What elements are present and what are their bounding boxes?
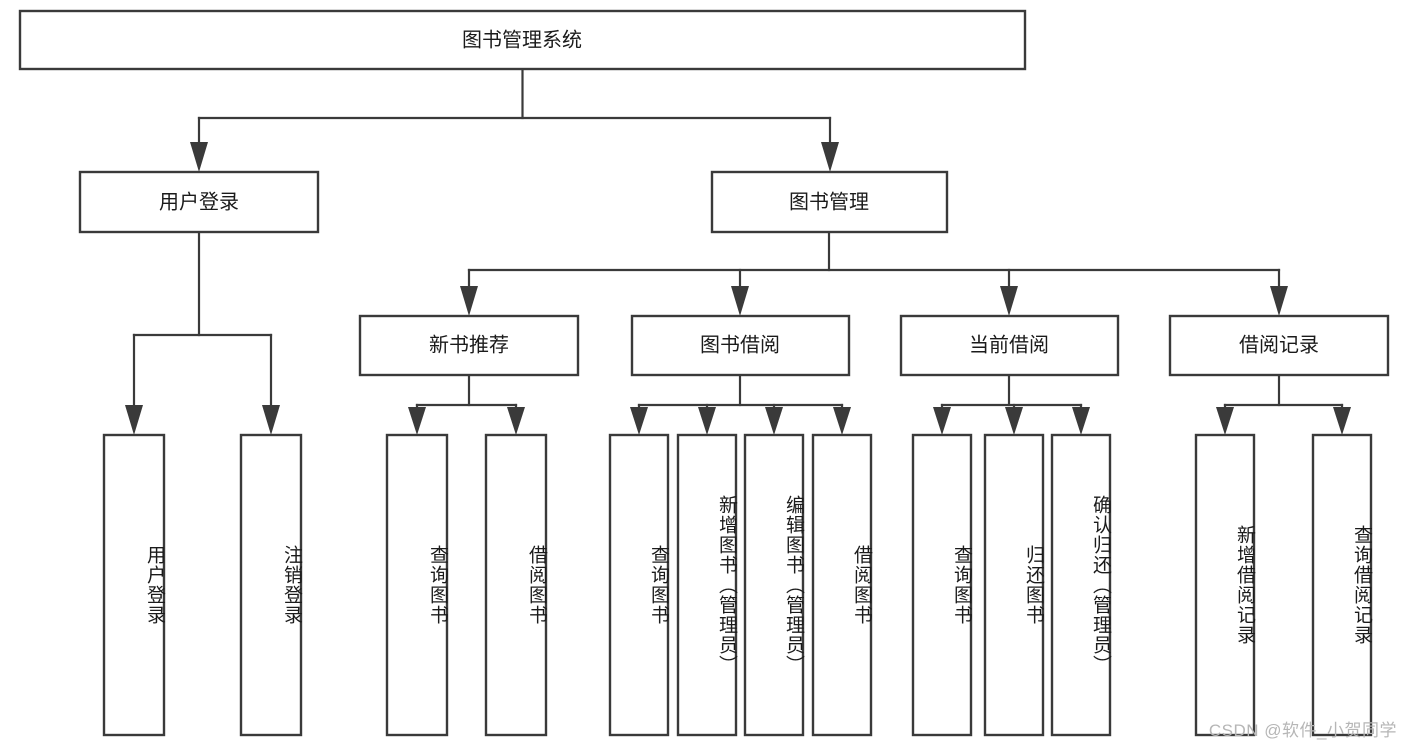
leaf-box-query-book-recommend[interactable] — [385, 433, 449, 737]
arrow-head-icon — [1005, 407, 1023, 435]
arrow-head-icon — [1072, 407, 1090, 435]
node-current-borrow-box[interactable] — [899, 314, 1120, 377]
watermark-text: CSDN @软件_小贺同学 — [1208, 721, 1397, 740]
arrow-head-icon — [1000, 286, 1018, 316]
node-book-management-label: 图书管理 — [789, 190, 869, 213]
node-book-borrow-box[interactable] — [630, 314, 851, 377]
node-borrow-record-label: 借阅记录 — [1239, 333, 1319, 356]
arrow-head-icon — [262, 405, 280, 435]
node-borrow-record-box[interactable] — [1168, 314, 1390, 377]
node-user-login[interactable]: 用户登录 — [78, 170, 320, 234]
leaf-box-borrow-book-recommend[interactable] — [484, 433, 548, 737]
node-book-borrow-label: 图书借阅 — [700, 333, 780, 356]
arrow-head-icon — [1270, 286, 1288, 316]
node-book-management-box[interactable] — [710, 170, 949, 234]
node-current-borrow[interactable]: 当前借阅 — [899, 314, 1120, 377]
arrow-head-icon — [821, 142, 839, 172]
arrow-head-icon — [698, 407, 716, 435]
node-new-book-recommend[interactable]: 新书推荐 — [358, 314, 580, 377]
leaf-boxes-group — [102, 433, 1373, 737]
connector-current-borrow-to-leaves — [933, 373, 1090, 435]
leaf-box-confirm-return-admin[interactable] — [1050, 433, 1112, 737]
connector-new-book-recommend-to-leaves — [408, 373, 525, 435]
arrow-head-icon — [125, 405, 143, 435]
connector-root-to-level2 — [190, 67, 839, 172]
arrow-head-icon — [731, 286, 749, 316]
leaf-box-add-borrow-record[interactable] — [1194, 433, 1256, 737]
node-root-label: 图书管理系统 — [462, 28, 582, 51]
arrow-head-icon — [190, 142, 208, 172]
arrow-head-icon — [833, 407, 851, 435]
arrow-head-icon — [630, 407, 648, 435]
leaf-box-user-login[interactable] — [102, 433, 166, 737]
connector-borrow-record-to-leaves — [1216, 373, 1351, 435]
leaf-box-edit-book-admin[interactable] — [743, 433, 805, 737]
arrow-head-icon — [460, 286, 478, 316]
node-current-borrow-label: 当前借阅 — [969, 333, 1049, 356]
node-book-management[interactable]: 图书管理 — [710, 170, 949, 234]
node-user-login-box[interactable] — [78, 170, 320, 234]
node-root-box[interactable] — [18, 9, 1027, 71]
node-borrow-record[interactable]: 借阅记录 — [1168, 314, 1390, 377]
arrow-head-icon — [1216, 407, 1234, 435]
node-root[interactable]: 图书管理系统 — [18, 9, 1027, 71]
connector-book-management-to-level3 — [460, 230, 1288, 316]
node-new-book-recommend-box[interactable] — [358, 314, 580, 377]
connector-book-borrow-to-leaves — [630, 373, 851, 435]
leaf-box-query-book-current[interactable] — [911, 433, 973, 737]
node-new-book-recommend-label: 新书推荐 — [429, 333, 509, 356]
arrow-head-icon — [1333, 407, 1351, 435]
leaf-box-query-borrow-record[interactable] — [1311, 433, 1373, 737]
arrow-head-icon — [765, 407, 783, 435]
arrow-head-icon — [408, 407, 426, 435]
leaf-box-add-book-admin[interactable] — [676, 433, 738, 737]
leaf-box-borrow-book[interactable] — [811, 433, 873, 737]
connector-user-login-to-leaves — [125, 230, 280, 435]
leaf-box-return-book[interactable] — [983, 433, 1045, 737]
node-user-login-label: 用户登录 — [159, 190, 239, 213]
leaf-box-query-book-borrow[interactable] — [608, 433, 670, 737]
node-book-borrow[interactable]: 图书借阅 — [630, 314, 851, 377]
leaf-box-user-logout[interactable] — [239, 433, 303, 737]
arrow-head-icon — [933, 407, 951, 435]
arrow-head-icon — [507, 407, 525, 435]
